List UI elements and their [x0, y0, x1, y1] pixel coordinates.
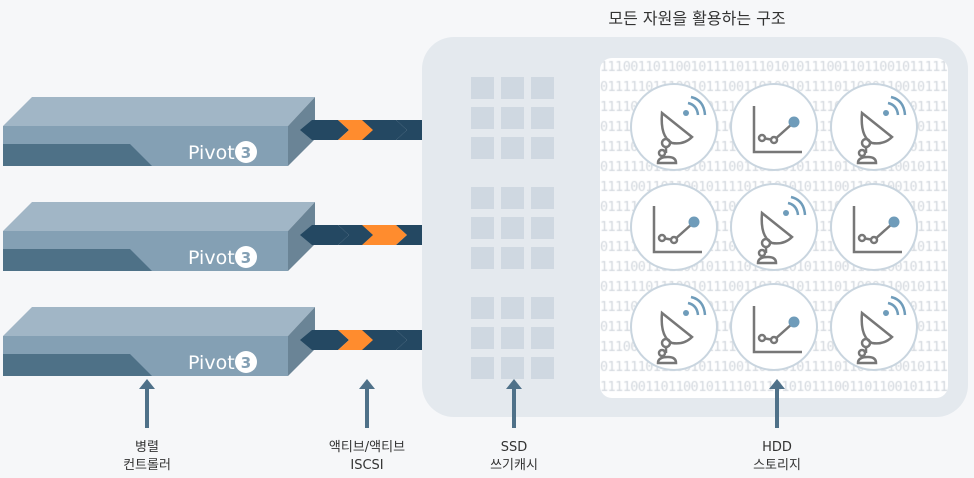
server-top: [3, 97, 315, 126]
server-top: [3, 307, 315, 336]
ssd-block: [531, 297, 554, 319]
server-unit: Pivot 3: [0, 307, 445, 379]
chart-icon: [852, 206, 902, 254]
ssd-block: [471, 137, 494, 159]
chart-icon: [752, 106, 802, 154]
server-unit: Pivot 3: [0, 97, 445, 169]
server-unit: Pivot 3: [0, 202, 445, 274]
chart-icon: [752, 306, 802, 354]
ssd-block: [501, 187, 524, 209]
brand-mark: [235, 351, 257, 373]
ssd-block: [531, 107, 554, 129]
ssd-block: [501, 247, 524, 269]
storage-circle: [630, 283, 718, 371]
server-stripe: [3, 354, 152, 376]
ssd-block: [531, 357, 554, 379]
ssd-block: [531, 137, 554, 159]
ssd-block: [471, 297, 494, 319]
ssd-block: [531, 327, 554, 349]
satellite-dish-icon: [656, 95, 707, 165]
label-line2: 쓰기캐시: [490, 458, 538, 473]
brand-logo: Pivot: [188, 352, 235, 374]
storage-circle: [730, 183, 818, 271]
brand-mark: [235, 141, 257, 163]
ssd-block: [501, 107, 524, 129]
server-side: [288, 97, 315, 166]
storage-circle: [830, 183, 918, 271]
ssd-block: [531, 187, 554, 209]
up-arrow-icon: [769, 379, 785, 428]
label-line1: 병렬: [135, 440, 159, 455]
data-path-chevron: [362, 225, 407, 245]
ssd-block: [531, 77, 554, 99]
ssd-block: [501, 217, 524, 239]
label-line2: ISCSI: [350, 458, 384, 473]
ssd-block: [471, 247, 494, 269]
satellite-dish-icon: [756, 195, 807, 265]
ssd-block: [471, 77, 494, 99]
ssd-block: [471, 107, 494, 129]
brand-mark: [235, 246, 257, 268]
chart-icon: [652, 206, 702, 254]
ssd-block: [501, 137, 524, 159]
satellite-dish-icon: [856, 295, 907, 365]
component-label: HDD 스토리지: [707, 439, 847, 475]
ssd-block: [531, 247, 554, 269]
storage-circle: [630, 183, 718, 271]
brand-mark-number: 3: [241, 354, 251, 372]
server-stripe: [3, 249, 152, 271]
storage-circle: [830, 83, 918, 171]
data-path-chevron: [362, 330, 407, 350]
label-line1: HDD: [762, 440, 792, 455]
brand-mark-number: 3: [241, 249, 251, 267]
label-line1: SSD: [500, 440, 528, 455]
brand-mark-number: 3: [241, 144, 251, 162]
brand-logo: Pivot: [188, 247, 235, 269]
data-path-chevron: [300, 225, 349, 245]
ssd-block: [501, 297, 524, 319]
label-line1: 액티브/액티브: [328, 440, 406, 455]
ssd-block: [531, 217, 554, 239]
server-top: [3, 202, 315, 231]
server-side: [288, 307, 315, 376]
label-line2: 컨트롤러: [123, 458, 171, 473]
storage-circle: [730, 283, 818, 371]
ssd-block: [471, 217, 494, 239]
storage-circle: [830, 283, 918, 371]
satellite-dish-icon: [656, 295, 707, 365]
storage-circle: [730, 83, 818, 171]
component-label: 액티브/액티브 ISCSI: [297, 439, 437, 475]
hdd-storage-area: [600, 58, 948, 398]
ssd-block: [471, 357, 494, 379]
brand-logo: Pivot: [188, 142, 235, 164]
up-arrow-icon: [359, 379, 375, 428]
data-path-chevron: [300, 120, 349, 140]
diagram-title: 모든 자원을 활용하는 구조: [608, 9, 786, 28]
up-arrow-icon: [139, 379, 155, 428]
storage-circle: [630, 83, 718, 171]
data-path-chevron: [362, 120, 407, 140]
component-label: SSD 쓰기캐시: [444, 439, 584, 475]
satellite-dish-icon: [856, 95, 907, 165]
ssd-block: [501, 357, 524, 379]
ssd-block: [501, 77, 524, 99]
ssd-block: [471, 187, 494, 209]
ssd-block: [501, 327, 524, 349]
server-stripe: [3, 144, 152, 166]
up-arrow-icon: [506, 379, 522, 428]
label-line2: 스토리지: [753, 458, 801, 473]
server-side: [288, 202, 315, 271]
data-path-chevron: [300, 330, 349, 350]
ssd-block: [471, 327, 494, 349]
